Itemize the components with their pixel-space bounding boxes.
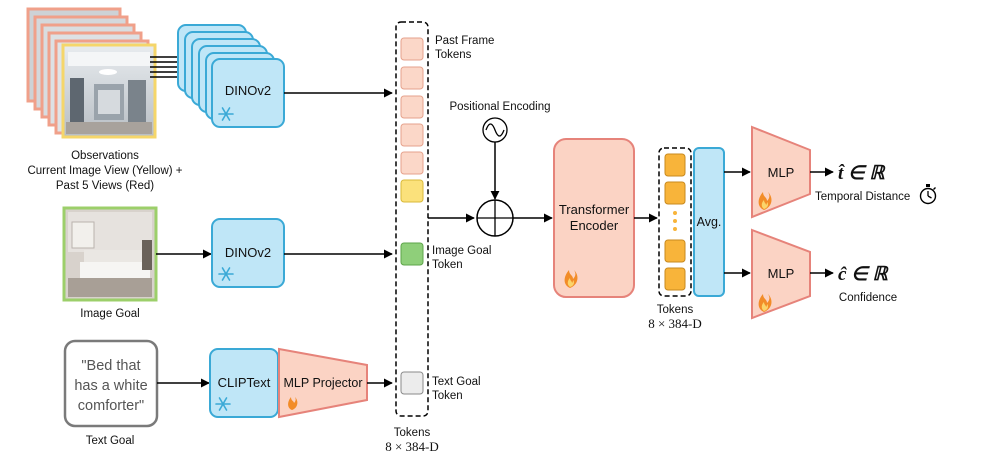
output-token-column xyxy=(658,147,692,297)
temporal-output-math: t̂ ∈ ℝ xyxy=(838,163,886,184)
past-frame-label-1: Past Frame xyxy=(435,35,494,47)
dinov2-top-label: DINOv2 xyxy=(225,83,271,98)
snowflake-icon xyxy=(218,267,234,281)
observations-caption-1: Observations xyxy=(71,150,139,162)
flame-icon xyxy=(758,192,772,210)
adder-icon xyxy=(476,199,514,237)
confidence-output-caption: Confidence xyxy=(839,292,897,304)
text-goal-token xyxy=(400,371,424,395)
token-column-dim: 8 × 384-D xyxy=(385,439,439,454)
image-goal-token-label-1: Image Goal xyxy=(432,245,491,257)
stopwatch-icon xyxy=(919,184,937,205)
token-column-caption: Tokens xyxy=(394,427,431,439)
text-goal-line-1: "Bed that xyxy=(81,358,140,374)
text-goal-token-label-1: Text Goal xyxy=(432,376,481,388)
observation-image-stack xyxy=(26,7,157,139)
dinov2-encoder-stack xyxy=(177,24,285,128)
snowflake-icon xyxy=(218,107,234,121)
transformer-label-2: Encoder xyxy=(570,218,619,233)
positional-encoding-label: Positional Encoding xyxy=(449,101,550,113)
mlp-confidence-label: MLP xyxy=(768,266,795,281)
sine-wave-icon xyxy=(482,117,508,143)
mlp-temporal-head xyxy=(751,125,811,219)
past-frame-tokens xyxy=(400,37,424,175)
temporal-output-caption: Temporal Distance xyxy=(815,191,910,203)
confidence-output-math: ĉ ∈ ℝ xyxy=(838,264,889,285)
current-frame-token xyxy=(400,179,424,203)
dinov2-mid-box xyxy=(211,218,285,288)
output-tokens-caption: Tokens xyxy=(657,304,694,316)
image-goal-token-label-2: Token xyxy=(432,259,463,271)
observations-caption-3: Past 5 Views (Red) xyxy=(56,180,154,192)
flame-icon xyxy=(288,397,298,410)
past-frame-label-2: Tokens xyxy=(435,49,472,61)
image-goal-picture xyxy=(62,206,158,302)
text-goal-token-label-2: Token xyxy=(432,390,463,402)
snowflake-icon xyxy=(215,397,231,411)
output-tokens xyxy=(664,153,686,291)
transformer-label-1: Transformer xyxy=(559,202,630,217)
mlp-temporal-label: MLP xyxy=(768,165,795,180)
avg-label: Avg. xyxy=(697,215,722,229)
mlp-projector-label: MLP Projector xyxy=(284,376,363,390)
avg-box xyxy=(693,147,725,297)
flame-icon xyxy=(758,294,772,312)
output-tokens-dim: 8 × 384-D xyxy=(648,316,702,331)
text-goal-line-2: has a white xyxy=(74,378,147,394)
dinov2-mid-label: DINOv2 xyxy=(225,245,271,260)
mlp-projector-shape xyxy=(278,347,368,419)
flame-icon xyxy=(564,270,578,288)
cliptext-label: CLIPText xyxy=(218,375,271,390)
image-goal-caption: Image Goal xyxy=(80,308,139,320)
observations-caption-2: Current Image View (Yellow) + xyxy=(27,165,182,177)
text-goal-caption: Text Goal xyxy=(86,435,135,447)
mlp-confidence-head xyxy=(751,228,811,320)
text-goal-line-3: comforter" xyxy=(78,398,144,414)
current-view-image xyxy=(61,43,157,139)
image-goal-token xyxy=(400,242,424,266)
token-column xyxy=(395,21,429,417)
